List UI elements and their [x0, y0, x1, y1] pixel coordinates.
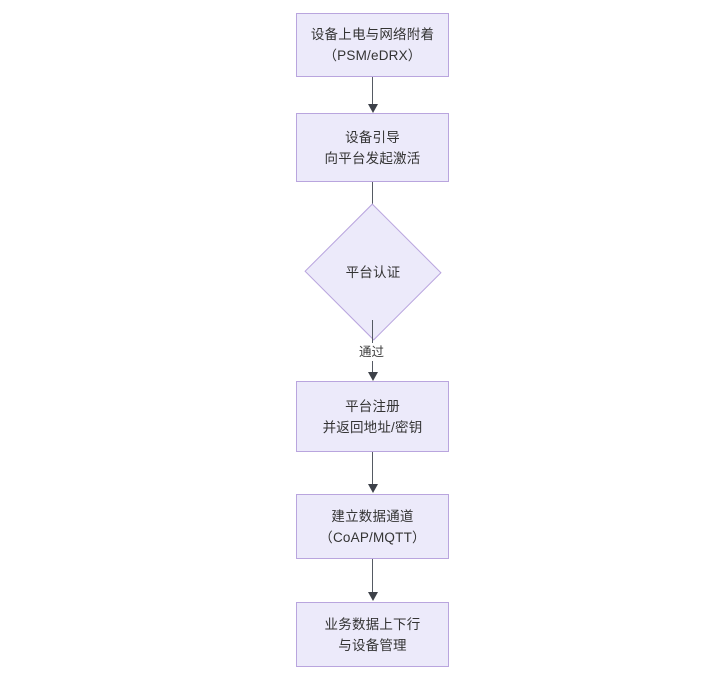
connector-n4-n5	[372, 452, 374, 485]
flow-node-service-data-line1: 业务数据上下行	[324, 616, 421, 632]
flow-node-power-on-line2: （PSM/eDRX）	[323, 48, 422, 63]
flow-node-platform-register-line1: 平台注册	[345, 398, 400, 414]
flow-node-data-channel[interactable]: 建立数据通道 （CoAP/MQTT）	[296, 494, 449, 559]
flow-node-data-channel-line2: （CoAP/MQTT）	[319, 529, 426, 545]
arrowhead-n1-n2	[368, 104, 378, 113]
flow-node-service-data-line2: 与设备管理	[338, 637, 407, 653]
connector-n1-n2	[372, 77, 374, 107]
flow-node-data-channel-line1: 建立数据通道	[331, 508, 414, 524]
flow-node-bootstrap[interactable]: 设备引导 向平台发起激活	[296, 113, 449, 182]
flow-node-platform-auth-label: 平台认证	[345, 264, 401, 280]
arrowhead-n3-n4	[368, 372, 378, 381]
flow-node-power-on-line1: 设备上电与网络附着	[310, 27, 435, 42]
connector-n5-n6	[372, 559, 374, 594]
arrowhead-n4-n5	[368, 484, 378, 493]
flow-node-platform-register[interactable]: 平台注册 并返回地址/密钥	[296, 381, 449, 452]
flow-node-bootstrap-line1: 设备引导	[345, 129, 400, 145]
flow-node-power-on[interactable]: 设备上电与网络附着 （PSM/eDRX）	[296, 13, 449, 77]
flow-node-platform-register-line2: 并返回地址/密钥	[322, 419, 423, 435]
flow-node-bootstrap-line2: 向平台发起激活	[324, 150, 421, 166]
flow-node-service-data[interactable]: 业务数据上下行 与设备管理	[296, 602, 449, 667]
arrowhead-n5-n6	[368, 592, 378, 601]
flow-node-platform-auth[interactable]: 平台认证	[304, 203, 442, 341]
connector-n2-n3	[372, 182, 374, 218]
edge-label-pass: 通过	[356, 343, 388, 361]
